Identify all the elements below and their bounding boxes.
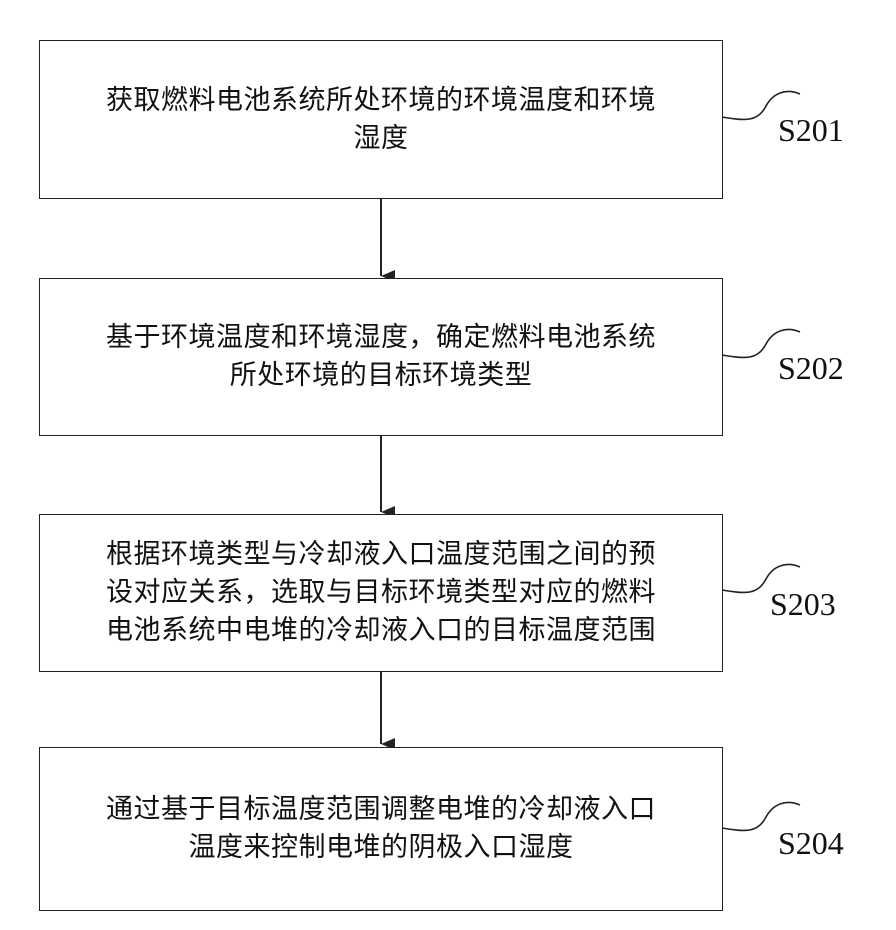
step-line: 获取燃料电池系统所处环境的环境温度和环境 <box>106 82 656 120</box>
step-box-s204: 通过基于目标温度范围调整电堆的冷却液入口 温度来控制电堆的阴极入口湿度 <box>39 747 723 911</box>
step-line: 根据环境类型与冷却液入口温度范围之间的预 <box>106 536 656 574</box>
step-box-s203: 根据环境类型与冷却液入口温度范围之间的预 设对应关系，选取与目标环境类型对应的燃… <box>39 514 723 672</box>
step-label-s203: S203 <box>770 586 836 623</box>
step-text-s203: 根据环境类型与冷却液入口温度范围之间的预 设对应关系，选取与目标环境类型对应的燃… <box>92 536 670 650</box>
step-label-s201: S201 <box>778 112 844 149</box>
step-label-s204: S204 <box>778 825 844 862</box>
step-text-s204: 通过基于目标温度范围调整电堆的冷却液入口 温度来控制电堆的阴极入口湿度 <box>92 791 670 867</box>
step-line: 湿度 <box>106 120 656 158</box>
step-line: 基于环境温度和环境湿度，确定燃料电池系统 <box>106 319 656 357</box>
step-line: 设对应关系，选取与目标环境类型对应的燃料 <box>106 574 656 612</box>
step-line: 通过基于目标温度范围调整电堆的冷却液入口 <box>106 791 656 829</box>
step-text-s201: 获取燃料电池系统所处环境的环境温度和环境 湿度 <box>92 82 670 158</box>
step-text-s202: 基于环境温度和环境湿度，确定燃料电池系统 所处环境的目标环境类型 <box>92 319 670 395</box>
step-line: 电池系统中电堆的冷却液入口的目标温度范围 <box>106 612 656 650</box>
step-box-s202: 基于环境温度和环境湿度，确定燃料电池系统 所处环境的目标环境类型 <box>39 278 723 436</box>
step-label-s202: S202 <box>778 350 844 387</box>
step-line: 温度来控制电堆的阴极入口湿度 <box>106 829 656 867</box>
step-box-s201: 获取燃料电池系统所处环境的环境温度和环境 湿度 <box>39 40 723 199</box>
step-line: 所处环境的目标环境类型 <box>106 357 656 395</box>
